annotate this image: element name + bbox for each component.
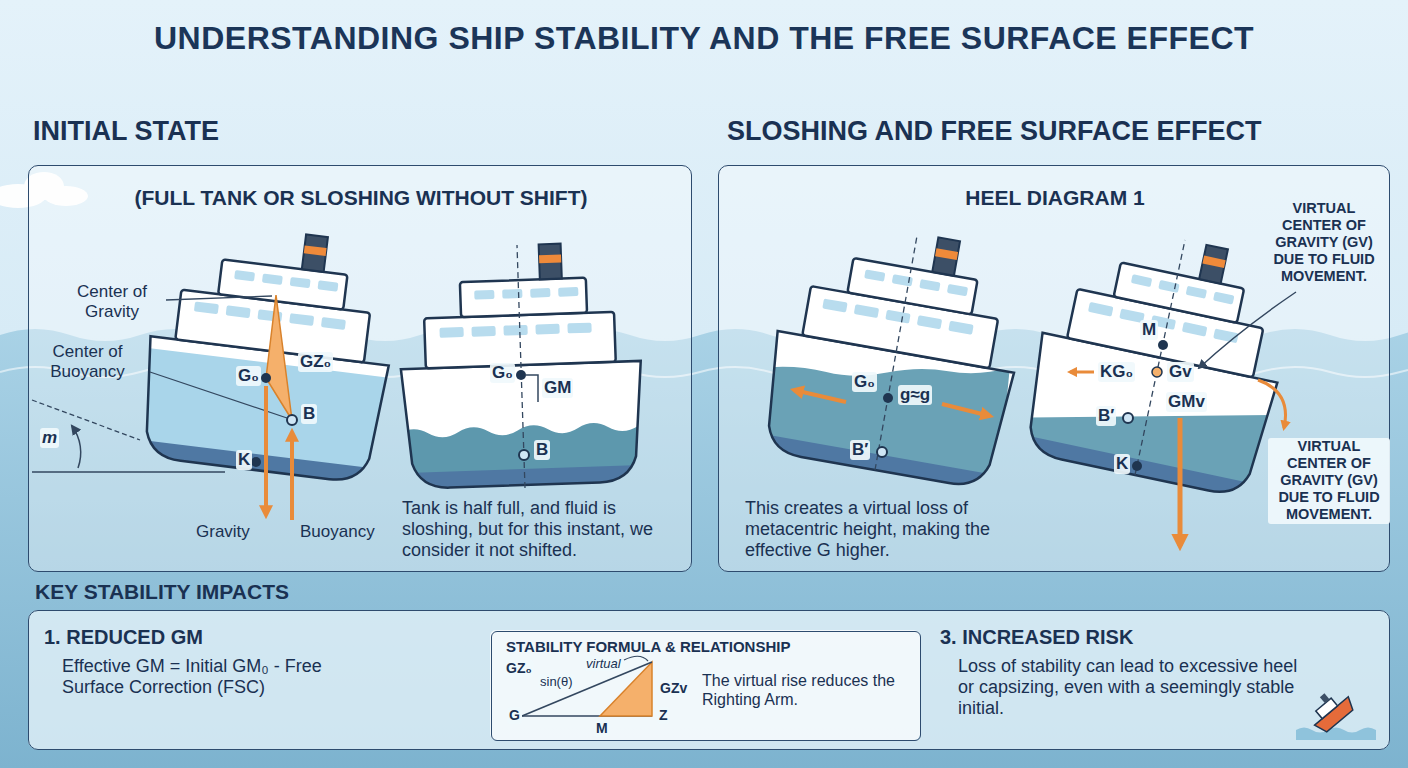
figure-label: virtual <box>584 656 623 671</box>
art-g <box>398 420 670 493</box>
impact-text: Loss of stability can lead to excessive … <box>958 656 1298 720</box>
ship-full-tank <box>130 217 408 490</box>
ship-half-tank <box>392 240 670 493</box>
art-rect <box>130 439 381 489</box>
page-title: UNDERSTANDING SHIP STABILITY AND THE FRE… <box>154 20 1254 58</box>
gravity-point <box>261 373 271 383</box>
callout-text: VIRTUAL CENTER OF GRAVITY (GV) DUE TO FL… <box>1262 200 1386 286</box>
panel-heading: SLOSHING AND FREE SURFACE EFFECT <box>727 116 1262 148</box>
slosh-arrow <box>794 390 846 402</box>
note-text: This creates a virtual loss of metacentr… <box>745 498 1035 562</box>
impact-heading: 3. INCREASED RISK <box>940 626 1133 650</box>
point-label: G₀ <box>490 363 515 383</box>
dimension-label: GZ₀ <box>298 352 333 372</box>
panel-heading: KEY STABILITY IMPACTS <box>35 580 289 605</box>
art-rect <box>400 465 651 494</box>
point-label: K <box>1114 454 1130 474</box>
metacentre-point <box>1158 340 1168 350</box>
gravity-arrow <box>1178 418 1183 546</box>
force-label: Gravity <box>196 522 250 542</box>
box-fill <box>490 630 920 740</box>
virtual-gravity-point <box>1152 367 1162 377</box>
impact-heading: 1. REDUCED GM <box>44 626 203 650</box>
waterline-reference <box>32 471 225 472</box>
ship-virtual-g <box>1012 214 1307 505</box>
panel-fill <box>28 610 1390 750</box>
callout-leader <box>1199 292 1296 368</box>
leader-line <box>166 296 272 300</box>
art-rect <box>1320 693 1330 703</box>
buoyancy-arrow <box>290 432 294 520</box>
point-label: G₀ <box>852 372 877 392</box>
note-text: Tank is half full, and fluid is sloshing… <box>402 498 664 562</box>
art-use <box>1067 220 1278 377</box>
angle-label: m <box>40 428 59 448</box>
dimension-label: GMv <box>1166 392 1207 412</box>
point-label: B′ <box>850 440 870 460</box>
figure-label: sin(θ) <box>538 674 575 689</box>
heel-angle-arc <box>72 426 81 468</box>
capsize-icon <box>1296 683 1376 740</box>
point-label: B′ <box>1096 406 1116 426</box>
point-label: Gv <box>1167 362 1194 382</box>
art-g <box>130 348 392 490</box>
panel-heading: INITIAL STATE <box>33 116 219 148</box>
point-label: G₀ <box>236 366 261 386</box>
callout-label: Center of Gravity <box>62 282 162 322</box>
figure-label: G <box>507 707 522 724</box>
panel-subtitle: (FULL TANK OR SLOSHING WITHOUT SHIFT) <box>29 186 693 211</box>
art-g <box>1303 683 1357 735</box>
keel-point <box>251 457 261 467</box>
impact-text: Effective GM = Initial GM₀ - Free Surfac… <box>62 656 342 698</box>
virtual-leader <box>624 656 648 661</box>
figure-label: GZ₀ <box>504 660 534 677</box>
gravity-point <box>883 393 893 403</box>
gm-bracket <box>526 375 538 402</box>
figure-label: Z <box>657 707 670 724</box>
dimension-label: GM <box>542 378 573 398</box>
box-heading: STABILITY FORMULA & RELATIONSHIP <box>506 638 790 656</box>
buoyancy-point <box>1123 413 1133 423</box>
gravity-point <box>516 370 526 380</box>
art-rect <box>1012 433 1261 505</box>
panel-fill <box>28 165 692 572</box>
panel-subtitle: HEEL DIAGRAM 1 <box>719 186 1391 211</box>
gravity-arrow <box>264 386 268 515</box>
box-text: The virtual rise reduces the Righting Ar… <box>702 672 907 710</box>
figure-label: M <box>594 720 610 737</box>
kg-arrow <box>1070 371 1094 374</box>
buoyancy-point <box>519 450 529 460</box>
point-label: K <box>236 450 252 470</box>
ship-sloshing <box>751 212 1040 496</box>
art-rect <box>130 348 392 490</box>
point-label: B <box>301 404 317 424</box>
dimension-label: KG₀ <box>1098 362 1135 382</box>
point-label: g≈g <box>898 385 932 405</box>
centerline <box>875 236 917 470</box>
buoyancy-point <box>287 415 297 425</box>
keel-point <box>1132 461 1142 471</box>
slosh-arrow <box>942 404 990 416</box>
art-path <box>398 420 670 493</box>
callout-text: VIRTUAL CENTER OF GRAVITY (GV) DUE TO FL… <box>1268 438 1390 524</box>
point-label: M <box>1140 320 1158 340</box>
buoyancy-point <box>877 447 887 457</box>
art-path <box>1296 728 1376 741</box>
movement-arrow <box>1258 380 1286 428</box>
art-path <box>1315 697 1357 735</box>
panel-fill <box>718 165 1390 572</box>
art-use <box>802 217 1010 368</box>
figure-label: GZv <box>658 680 689 697</box>
righting-triangle <box>266 295 292 420</box>
callout-label: Center of Buoyancy <box>30 342 145 382</box>
point-label: B <box>534 440 550 460</box>
force-label: Buoyancy <box>300 522 375 542</box>
